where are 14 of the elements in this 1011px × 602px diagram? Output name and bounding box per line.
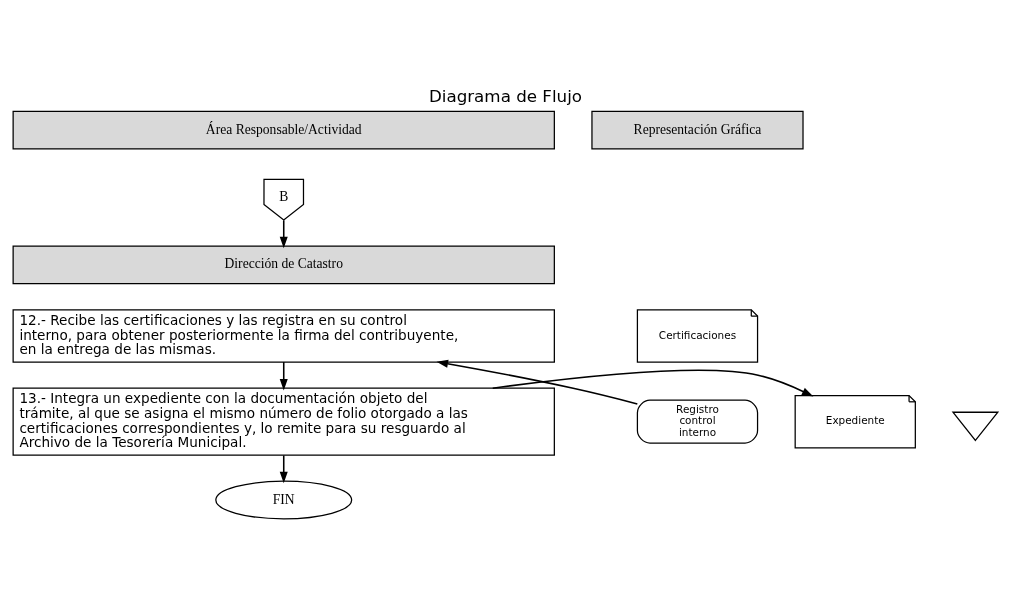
diagram-title: Diagrama de Flujo [428,85,583,106]
node-triangle [951,411,1000,441]
node-box: 12.- Recibe las certificaciones y las registra en su control interno, para obtener posteriormente la firma del contribuyente, en la entrega de las mismas. [12,308,555,363]
node-box: 13.- Integra un expediente con la documentación objeto del trámite, al que se asigna el mismo número de folio otorgado a las certificaciones correspondientes y, lo remite para su resguardo al Archivo de la Tesorería Municipal. [12,387,555,456]
node-ellipse: FIN [215,480,353,519]
arrow [279,219,288,248]
arrow [491,369,814,397]
arrow [279,360,288,390]
node-box: Registro control interno [636,399,759,444]
node-box: Representación Gráfica [591,110,804,150]
node-box: Dirección de Catastro [12,245,555,284]
arrow [279,454,288,483]
arrow [436,359,639,405]
node-box: Área Responsable/Actividad [12,110,555,150]
